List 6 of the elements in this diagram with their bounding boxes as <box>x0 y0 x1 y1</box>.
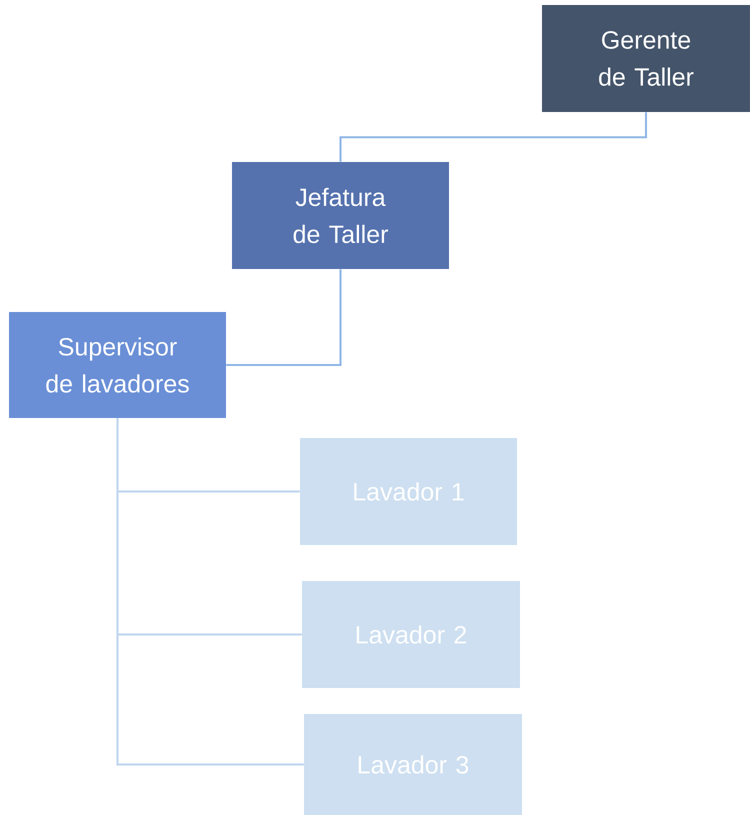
org-box: Supervisor de lavadores <box>9 312 226 418</box>
connector-line <box>226 269 342 366</box>
connector-line <box>340 112 647 162</box>
connector-line <box>116 418 304 766</box>
org-box: Gerente de Taller <box>542 5 750 112</box>
org-box: Jefatura de Taller <box>232 162 449 269</box>
